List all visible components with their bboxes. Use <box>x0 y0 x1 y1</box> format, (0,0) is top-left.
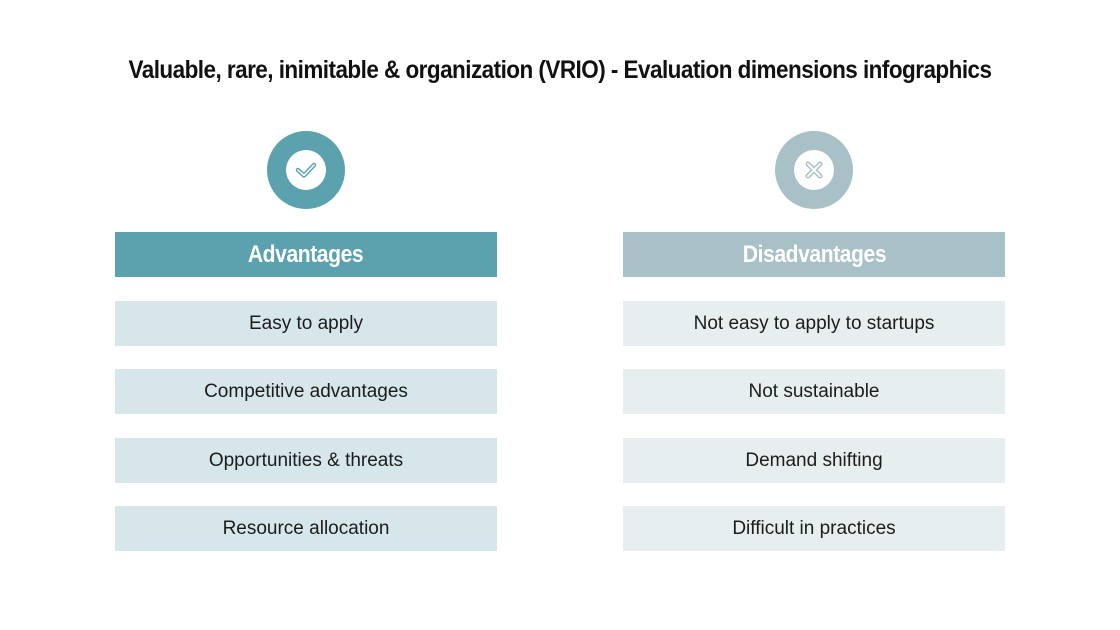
advantage-item: Resource allocation <box>115 506 497 551</box>
advantages-badge-inner <box>286 150 326 190</box>
advantage-item-label: Opportunities & threats <box>208 449 404 471</box>
advantage-item: Easy to apply <box>115 301 497 346</box>
advantage-item-label: Resource allocation <box>222 517 390 539</box>
disadvantage-item: Not sustainable <box>623 369 1005 414</box>
disadvantage-item: Demand shifting <box>623 438 1005 483</box>
disadvantages-header: Disadvantages <box>623 232 1005 277</box>
advantage-item: Competitive advantages <box>115 369 497 414</box>
disadvantage-item-label: Difficult in practices <box>732 517 896 539</box>
disadvantage-item-label: Not easy to apply to startups <box>693 312 935 334</box>
disadvantage-item-label: Not sustainable <box>748 380 880 402</box>
page-title: Valuable, rare, inimitable & organizatio… <box>128 56 992 84</box>
disadvantages-column: Disadvantages Not easy to apply to start… <box>623 0 1005 630</box>
disadvantage-item: Not easy to apply to startups <box>623 301 1005 346</box>
disadvantage-item-label: Demand shifting <box>745 449 883 471</box>
advantages-header-label: Advantages <box>248 240 364 268</box>
x-icon <box>805 161 823 179</box>
disadvantages-badge <box>775 131 853 209</box>
advantage-item-label: Easy to apply <box>248 312 364 334</box>
disadvantage-item: Difficult in practices <box>623 506 1005 551</box>
advantages-badge <box>267 131 345 209</box>
disadvantages-badge-inner <box>794 150 834 190</box>
advantages-header: Advantages <box>115 232 497 277</box>
disadvantages-header-label: Disadvantages <box>742 240 886 268</box>
advantage-item: Opportunities & threats <box>115 438 497 483</box>
check-icon <box>295 162 317 178</box>
advantages-column: Advantages Easy to apply Competitive adv… <box>115 0 497 630</box>
advantage-item-label: Competitive advantages <box>204 380 408 402</box>
